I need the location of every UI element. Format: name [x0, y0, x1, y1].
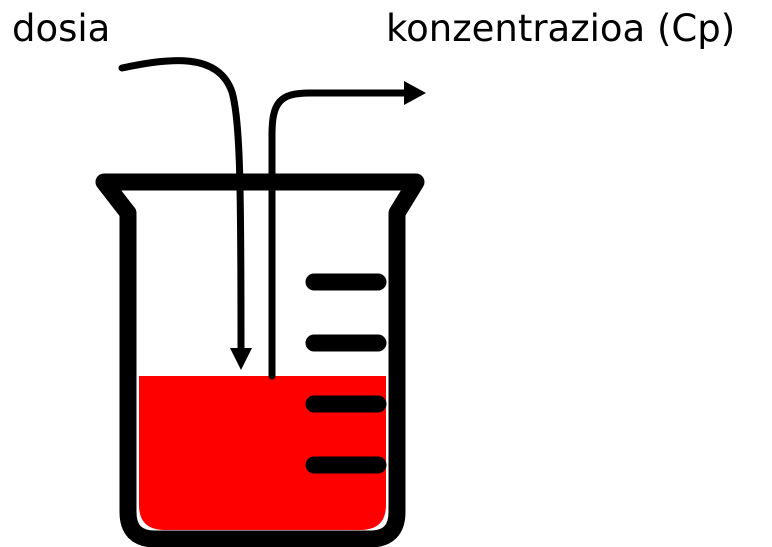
sampling-tube	[272, 93, 406, 376]
dose-arrowhead	[230, 348, 252, 370]
dose-arrow	[122, 61, 241, 348]
concentration-arrowhead	[404, 81, 426, 105]
